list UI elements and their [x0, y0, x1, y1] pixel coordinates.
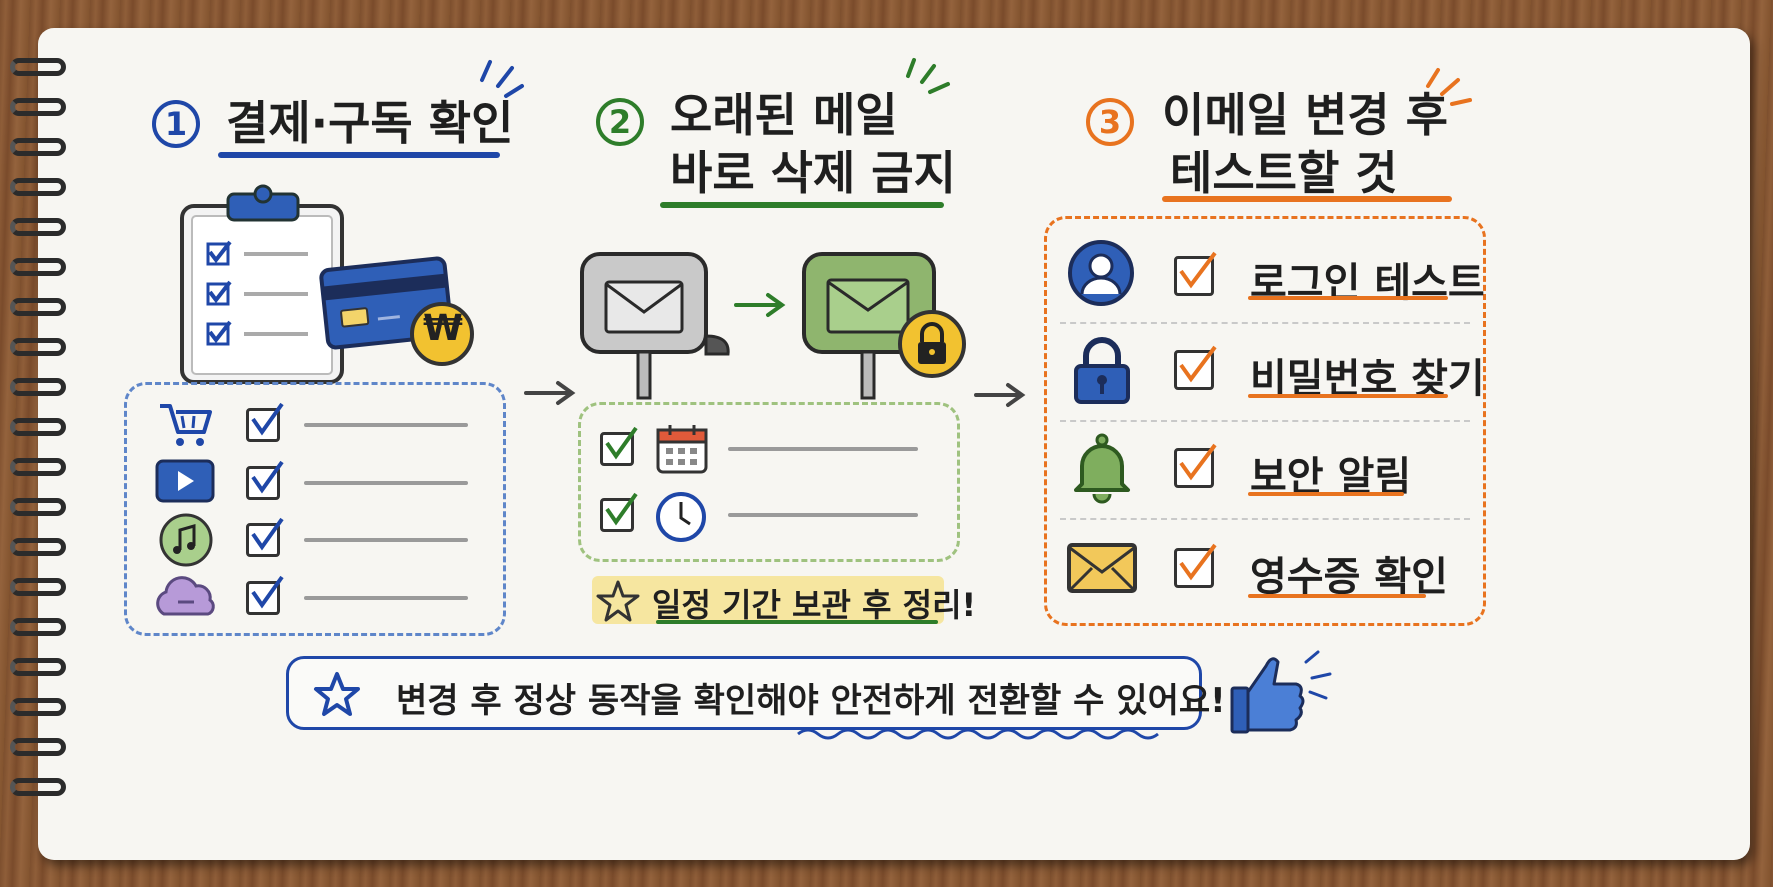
placeholder-line [304, 538, 468, 542]
wavy-underline [797, 728, 1159, 740]
retention-note: 일정 기간 보관 후 정리! [652, 586, 977, 624]
checkbox-login[interactable] [1174, 251, 1217, 296]
step2-underline [660, 202, 944, 208]
placeholder-line [728, 447, 918, 451]
retention-list-box [578, 402, 960, 562]
footer-message-box [286, 656, 1202, 730]
label-underline [1248, 296, 1448, 300]
step3-title-line1: 이메일 변경 후 [1162, 88, 1448, 142]
label-underline [1248, 594, 1426, 598]
clock-icon [656, 492, 706, 542]
checkbox-clock[interactable] [600, 492, 638, 532]
sparkle-mark [906, 58, 950, 94]
step2-title-line1: 오래된 메일 [670, 88, 898, 142]
step1-title: 결제·구독 확인 [226, 96, 514, 150]
padlock-badge-icon [898, 310, 966, 378]
note-underline [656, 620, 938, 624]
checkbox-music[interactable] [246, 517, 284, 557]
test-checklist-box [1044, 216, 1486, 626]
arrow-right-icon [524, 381, 576, 405]
music-note-icon [159, 513, 213, 567]
row-divider [1060, 322, 1470, 324]
step3-underline [1162, 196, 1452, 202]
subscription-list-box [124, 382, 506, 636]
calendar-icon [656, 425, 708, 474]
arrow-right-icon [974, 383, 1026, 407]
step2-number: 2 [596, 98, 644, 146]
step1-underline [218, 152, 500, 158]
checkbox-cart[interactable] [246, 402, 284, 442]
checkbox-cloud[interactable] [246, 575, 284, 615]
step3-title-line2: 테스트할 것 [1170, 146, 1398, 200]
envelope-icon [1067, 543, 1137, 593]
label-underline [1248, 492, 1404, 496]
sparkle-mark [1426, 68, 1472, 106]
checkbox-alert[interactable] [1174, 443, 1217, 488]
row-divider [1060, 518, 1470, 520]
shopping-cart-icon [160, 404, 212, 446]
footer-message: 변경 후 정상 동작을 확인해야 안전하게 전환할 수 있어요! [396, 681, 1226, 721]
placeholder-line [304, 423, 468, 427]
mailbox-new-icon [802, 252, 936, 400]
video-play-icon [155, 459, 215, 503]
step3-number: 3 [1086, 98, 1134, 146]
placeholder-line [304, 481, 468, 485]
placeholder-line [304, 596, 468, 600]
lock-icon [1074, 337, 1130, 404]
checkbox-video[interactable] [246, 460, 284, 500]
won-symbol: ₩ [423, 308, 463, 349]
won-coin-icon [410, 302, 474, 366]
test-label-receipt: 영수증 확인 [1250, 554, 1448, 600]
checkbox-receipt[interactable] [1174, 543, 1217, 588]
row-divider [1060, 420, 1470, 422]
label-underline [1248, 394, 1448, 398]
step1-number: 1 [152, 100, 200, 148]
sparkle-mark [480, 60, 524, 98]
checkbox-calendar[interactable] [600, 426, 638, 466]
checkbox-password[interactable] [1174, 345, 1217, 390]
bell-icon [1074, 433, 1130, 504]
star-icon [596, 580, 640, 622]
arrow-right-icon [734, 293, 786, 317]
cloud-storage-icon [156, 576, 215, 616]
star-icon [314, 672, 360, 716]
mailbox-old-icon [580, 252, 730, 400]
thumbs-up-icon [1230, 650, 1332, 734]
note-highlight [592, 576, 944, 624]
step2-title-line2: 바로 삭제 금지 [670, 146, 956, 200]
user-icon [1068, 240, 1134, 306]
placeholder-line [728, 513, 918, 517]
clipboard-icon [180, 184, 344, 384]
